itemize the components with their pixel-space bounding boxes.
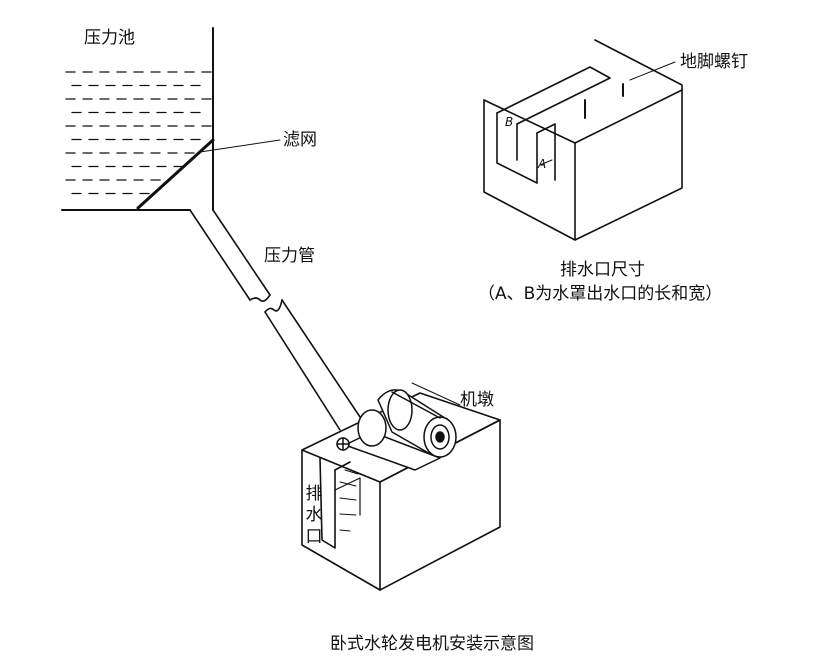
turbine-generator	[336, 389, 457, 471]
penstock-upper	[189, 209, 271, 302]
water-surface-dashes	[65, 71, 212, 195]
machine-base-label: 机墩	[460, 390, 494, 410]
dimension-b-label: B	[505, 115, 514, 129]
outlet-label-char: 水	[305, 505, 323, 526]
outlet-dimension-sketch	[483, 39, 683, 241]
outlet-label-char: 排	[305, 484, 323, 504]
pressure-tank-label: 压力池	[84, 28, 135, 48]
filter-screen	[136, 138, 215, 210]
outlet-dimensions-note: （A、B为水罩出水口的长和宽）	[478, 284, 723, 304]
penstock-lower	[264, 299, 363, 431]
anchor-bolt-label: 地脚螺钉	[680, 52, 748, 72]
outlet-label-char: 口	[305, 526, 323, 547]
pressure-tank	[61, 27, 214, 211]
dimension-a-label: A	[538, 157, 547, 171]
outlet-label: 排 水 口	[304, 484, 324, 548]
outlet-dimensions-title: 排水口尺寸	[560, 260, 645, 280]
penstock-label: 压力管	[264, 246, 315, 266]
filter-leader-line	[199, 139, 281, 153]
diagram-title: 卧式水轮发电机安装示意图	[330, 634, 534, 654]
filter-label: 滤网	[283, 130, 317, 150]
